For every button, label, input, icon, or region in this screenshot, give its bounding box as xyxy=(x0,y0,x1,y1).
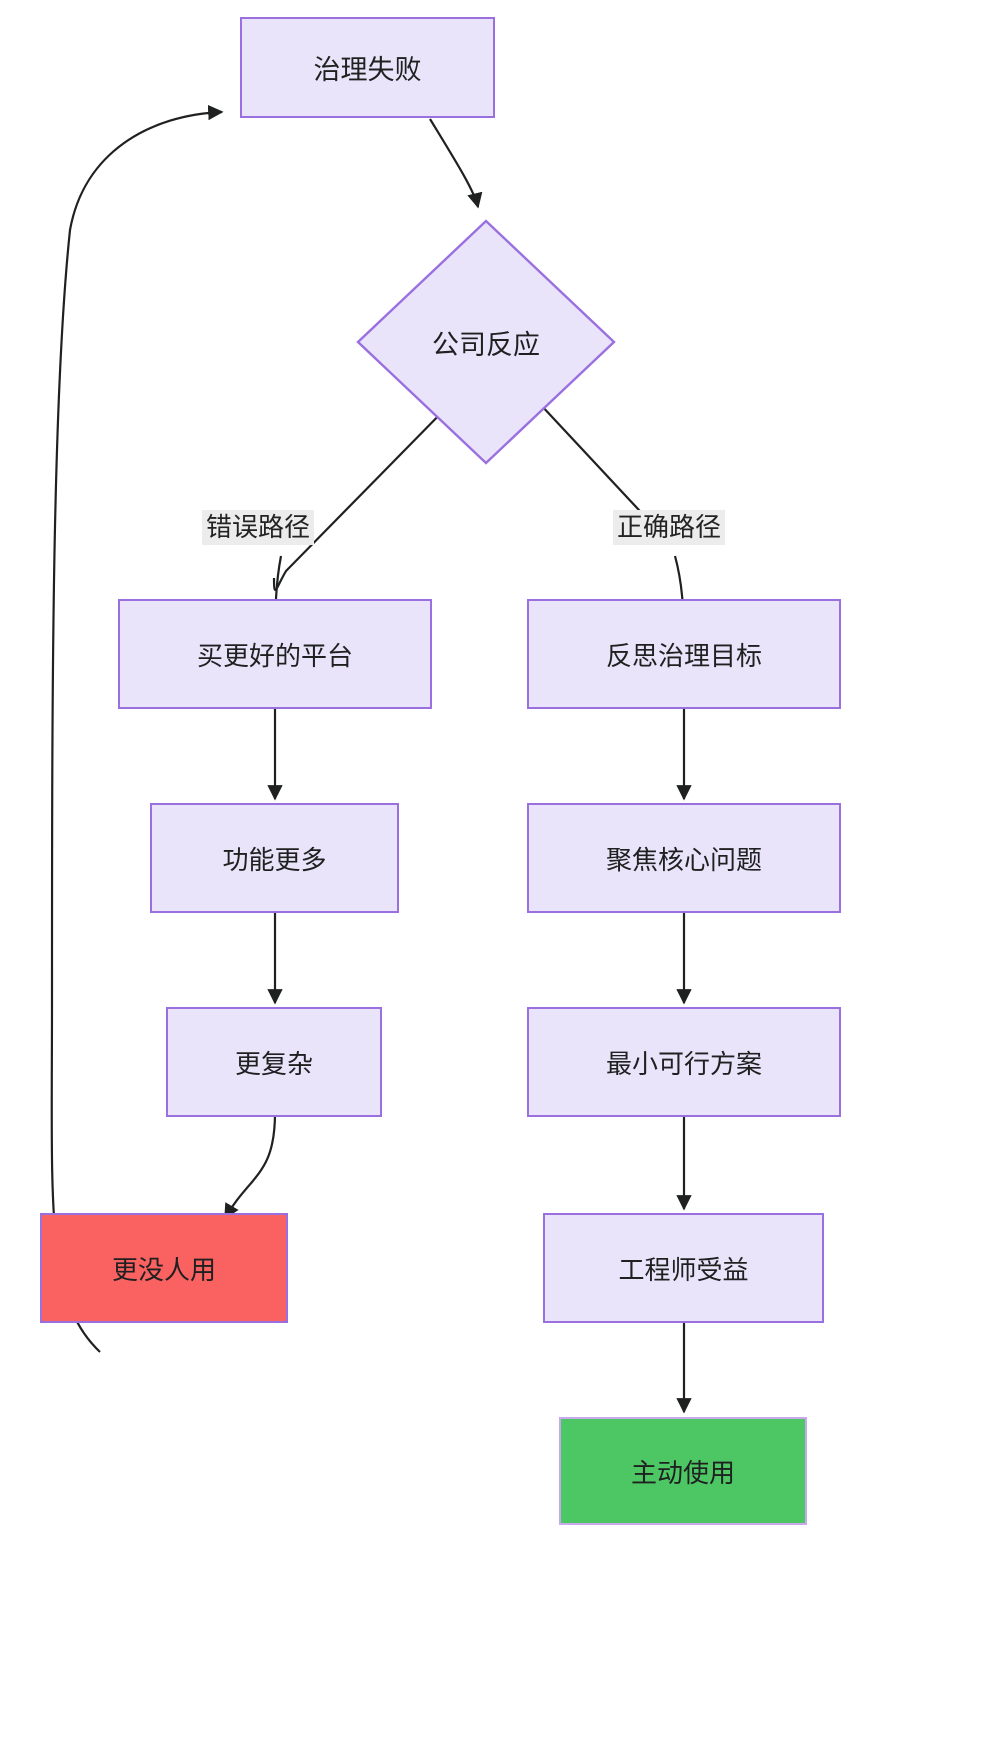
node-label: 更没人用 xyxy=(111,1254,216,1285)
edge-n1-n2 xyxy=(429,118,483,209)
edge-label-wrong-path: 错误路径 xyxy=(202,510,315,545)
node-buy-better-platform[interactable]: 买更好的平台 xyxy=(118,599,432,709)
node-label: 最小可行方案 xyxy=(605,1048,762,1079)
edge-label-right-path: 正确路径 xyxy=(613,510,726,545)
node-governance-failure[interactable]: 治理失败 xyxy=(240,17,495,118)
edge-n5-n6 xyxy=(224,1112,277,1220)
node-label: 工程师受益 xyxy=(618,1254,749,1285)
edge-label-text: 错误路径 xyxy=(206,512,311,542)
node-label: 反思治理目标 xyxy=(605,640,762,671)
node-active-adoption[interactable]: 主动使用 xyxy=(559,1417,807,1525)
node-label-wrap: 公司反应 xyxy=(355,218,617,466)
edge-n6-n1 xyxy=(50,104,224,1353)
node-more-features[interactable]: 功能更多 xyxy=(150,803,399,913)
node-label: 功能更多 xyxy=(222,844,327,875)
node-even-fewer-users[interactable]: 更没人用 xyxy=(40,1213,288,1323)
node-label: 聚焦核心问题 xyxy=(605,844,762,875)
node-label: 治理失败 xyxy=(313,55,422,85)
node-label: 主动使用 xyxy=(630,1457,735,1488)
diamond-shape xyxy=(356,219,616,465)
node-label: 公司反应 xyxy=(432,329,540,360)
node-company-response[interactable]: 公司反应 xyxy=(355,218,617,466)
node-engineers-benefit[interactable]: 工程师受益 xyxy=(543,1213,824,1323)
node-label: 买更好的平台 xyxy=(196,640,353,671)
node-label: 更复杂 xyxy=(234,1048,313,1079)
node-rethink-goals[interactable]: 反思治理目标 xyxy=(527,599,841,709)
node-minimum-viable-solution[interactable]: 最小可行方案 xyxy=(527,1007,841,1117)
node-focus-core-problem[interactable]: 聚焦核心问题 xyxy=(527,803,841,913)
edge-label-text: 正确路径 xyxy=(617,512,722,542)
node-more-complex[interactable]: 更复杂 xyxy=(166,1007,382,1117)
